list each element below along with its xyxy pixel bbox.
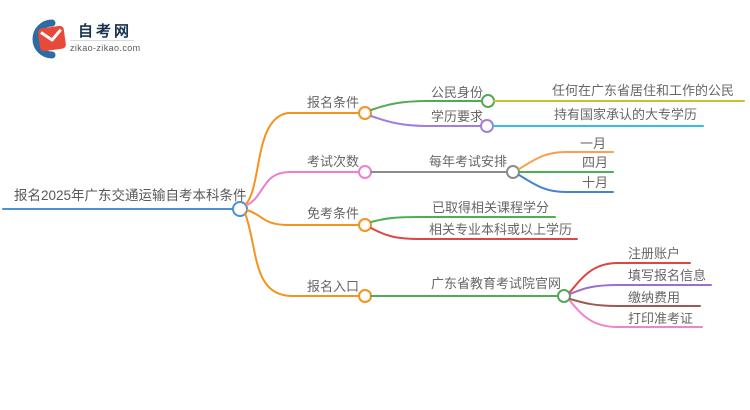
node-gdeea-website: 广东省教育考试院官网 [431, 276, 562, 291]
logo-domain-text: zikao-zikao.com [70, 43, 141, 53]
node-bachelor-degree: 相关专业本科或以上学历 [429, 222, 573, 237]
edge-print-ticket [569, 300, 703, 328]
logo-title: 自考网 [78, 23, 133, 40]
annual-schedule-circle [506, 165, 520, 179]
edge-exam-frequency [246, 171, 359, 206]
edge-register-account [569, 262, 691, 293]
node-annual-schedule: 每年考试安排 [429, 154, 508, 169]
edge-education-requirement [370, 115, 482, 127]
node-root-topic: 报名2025年广东交通运输自考本科条件 [14, 188, 247, 203]
edge-bachelor-degree [370, 227, 578, 240]
node-exam-frequency: 考试次数 [307, 154, 360, 169]
node-education-requirement: 学历要求 [431, 109, 484, 124]
edge-exemption-conditions [246, 209, 359, 226]
exam-frequency-circle [358, 165, 372, 179]
edge-registration-entrance [244, 212, 359, 297]
node-january: 一月 [580, 136, 607, 151]
edge-registration-conditions [245, 112, 359, 205]
site-logo[interactable]: 自考网 zikao-zikao.com [28, 18, 158, 62]
gdeea-website-circle [557, 289, 571, 303]
node-april: 四月 [582, 155, 609, 170]
node-register-account: 注册账户 [628, 246, 681, 261]
node-print-ticket: 打印准考证 [628, 311, 694, 326]
node-fill-info: 填写报名信息 [628, 268, 707, 283]
edge-october [518, 174, 614, 193]
node-registration-conditions: 报名条件 [307, 95, 360, 110]
node-college-diploma: 持有国家承认的大专学历 [554, 107, 698, 122]
exemption-conditions-circle [358, 218, 372, 232]
node-pay-fees: 缴纳费用 [628, 290, 681, 305]
node-resident-citizens: 任何在广东省居住和工作的公民 [552, 83, 735, 98]
edge-citizen-identity [370, 100, 483, 111]
node-exemption-conditions: 免考条件 [307, 206, 360, 221]
registration-conditions-circle [358, 106, 372, 120]
node-registration-entrance: 报名入口 [307, 279, 360, 294]
registration-entrance-circle [358, 289, 372, 303]
citizen-identity-circle [481, 94, 495, 108]
node-credits-obtained: 已取得相关课程学分 [432, 200, 550, 215]
node-citizen-identity: 公民身份 [431, 85, 484, 100]
edge-fill-info [569, 284, 712, 295]
node-october: 十月 [582, 175, 609, 190]
graduation-cap-icon [32, 19, 66, 59]
edge-pay-fees [569, 298, 701, 307]
edge-january [518, 151, 614, 170]
logo-divider [70, 40, 134, 41]
edge-credits-obtained [370, 216, 556, 223]
